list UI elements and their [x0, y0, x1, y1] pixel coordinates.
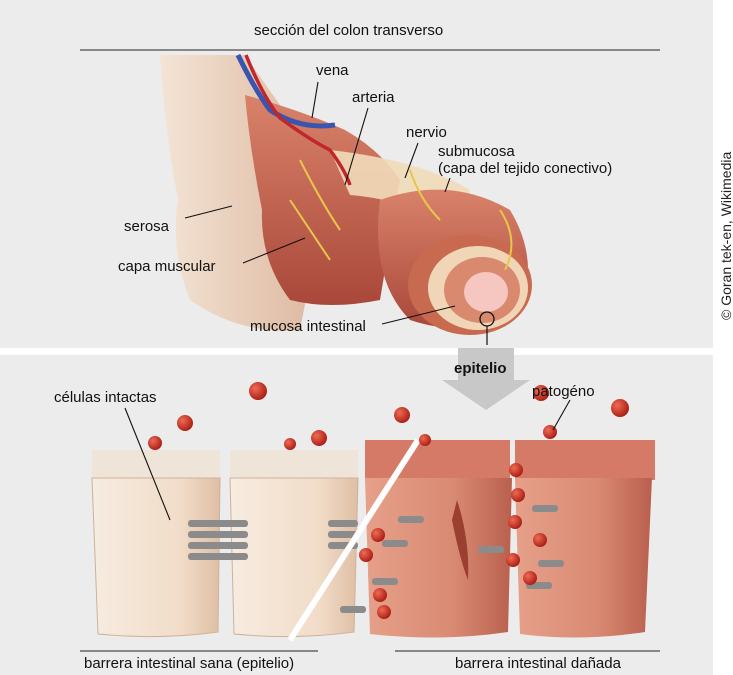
- label-nervio: nervio: [406, 124, 447, 142]
- pathogen: [371, 528, 385, 542]
- label-patogeno: patogéno: [532, 383, 595, 401]
- tube-lumen: [464, 272, 508, 312]
- pathogen: [508, 515, 522, 529]
- microvilli-damaged-2: [515, 440, 655, 480]
- label-submucosa-desc: (capa del tejido conectivo): [438, 160, 612, 178]
- pathogen: [373, 588, 387, 602]
- damaged-cell-2: [515, 478, 652, 638]
- pathogen: [506, 553, 520, 567]
- pathogen: [394, 407, 410, 423]
- pathogen: [311, 430, 327, 446]
- colon-section-illustration: [160, 55, 532, 345]
- label-celulas-intactas: células intactas: [54, 389, 157, 407]
- label-serosa: serosa: [124, 218, 169, 236]
- pathogen: [509, 463, 523, 477]
- pathogen: [284, 438, 296, 450]
- pathogen: [533, 533, 547, 547]
- label-capa-muscular: capa muscular: [118, 258, 216, 276]
- pathogen: [249, 382, 267, 400]
- diagram-title: sección del colon transverso: [254, 22, 443, 40]
- epithelium-illustration: [92, 382, 655, 640]
- microvilli-damaged-1: [365, 440, 510, 480]
- pathogen: [377, 605, 391, 619]
- label-submucosa: submucosa: [438, 143, 515, 161]
- label-epitelio: epitelio: [454, 360, 507, 378]
- pathogen: [359, 548, 373, 562]
- microvilli-healthy-2: [230, 450, 358, 480]
- pathogen: [511, 488, 525, 502]
- label-vena: vena: [316, 62, 349, 80]
- label-arteria: arteria: [352, 89, 395, 107]
- healthy-cell-2: [230, 478, 358, 637]
- caption-healthy-barrier: barrera intestinal sana (epitelio): [84, 655, 294, 673]
- image-credit: © Goran tek-en, Wikimedia: [718, 152, 733, 320]
- pathogen: [523, 571, 537, 585]
- pathogen: [177, 415, 193, 431]
- label-mucosa-intestinal: mucosa intestinal: [250, 318, 366, 336]
- zoom-arrow: [442, 348, 530, 410]
- pathogen: [419, 434, 431, 446]
- microvilli-healthy-1: [92, 450, 220, 480]
- caption-damaged-barrier: barrera intestinal dañada: [455, 655, 621, 673]
- pathogen: [611, 399, 629, 417]
- pathogen: [148, 436, 162, 450]
